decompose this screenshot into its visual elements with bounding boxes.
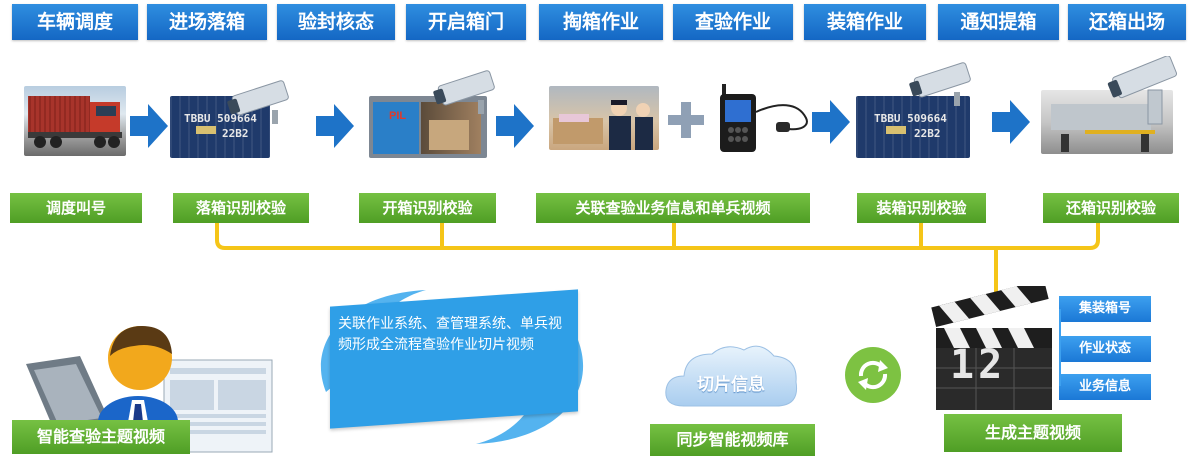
step-inspection: 查验作业: [673, 4, 793, 40]
meta-bracket: [1059, 309, 1061, 386]
step-drop-box: 进场落箱: [147, 4, 267, 40]
camera-icon: [1107, 56, 1178, 125]
step-return: 还箱出场: [1068, 4, 1186, 40]
camera-icon: [433, 70, 495, 114]
camera-icon: [909, 62, 971, 106]
center-banner: 关联作业系统、查管理系统、单兵视频形成全流程查验作业切片视频: [330, 289, 578, 429]
bottom-label-sync-library: 同步智能视频库: [650, 424, 815, 456]
truck-icon: [28, 96, 122, 148]
camera-icon: [227, 80, 289, 124]
flow-arrow-icon: [316, 104, 354, 148]
truck-photo: [24, 86, 126, 156]
center-text: 关联作业系统、查管理系统、单兵视频形成全流程查验作业切片视频: [338, 315, 562, 353]
step-unload: 掏箱作业: [539, 4, 663, 40]
gate-icon: [1051, 104, 1155, 152]
cloud-icon: [665, 345, 798, 407]
clapper-number: 12: [950, 342, 1007, 388]
inspection-photo: [549, 86, 659, 150]
bottom-label-smart-video: 智能查验主题视频: [12, 420, 190, 454]
flow-arrow-icon: [992, 100, 1030, 144]
flow-arrow-icon: [812, 100, 850, 144]
container-code-line2: 22B2: [914, 127, 941, 140]
body-camera-device-icon: [720, 84, 808, 152]
step-packing: 装箱作业: [804, 4, 926, 40]
step-dispatch: 车辆调度: [12, 4, 138, 40]
flow-arrow-icon: [130, 104, 168, 148]
meta-tag-container-no: 集装箱号: [1059, 296, 1151, 322]
container-photo-open: PIL: [369, 96, 487, 158]
check-label-drop-verify: 落箱识别校验: [173, 193, 309, 223]
officer-icon: [553, 100, 653, 150]
bottom-label-generate-video: 生成主题视频: [944, 414, 1122, 452]
container-code-line2: 22B2: [222, 127, 249, 140]
meta-tag-business-info: 业务信息: [1059, 374, 1151, 400]
container-photo-pack: TBBU 509664 22B2: [856, 96, 970, 158]
container-code-line1: TBBU 509664: [874, 112, 947, 125]
step-notify: 通知提箱: [938, 4, 1059, 40]
clapperboard-icon: [931, 286, 1052, 410]
meta-tag-work-status: 作业状态: [1059, 336, 1151, 362]
flow-arrow-icon: [496, 104, 534, 148]
cloud-label: 切片信息: [697, 375, 765, 395]
container-brand: PIL: [389, 110, 407, 122]
check-label-open-verify: 开箱识别校验: [359, 193, 496, 223]
step-seal-check: 验封核态: [277, 4, 395, 40]
check-label-pack-verify: 装箱识别校验: [857, 193, 986, 223]
step-open-door: 开启箱门: [406, 4, 526, 40]
sync-icon: [845, 347, 901, 403]
check-label-link-video: 关联查验业务信息和单兵视频: [536, 193, 810, 223]
check-label-dispatch-call: 调度叫号: [10, 193, 142, 223]
check-label-return-verify: 还箱识别校验: [1043, 193, 1179, 223]
plus-icon: [668, 102, 704, 138]
